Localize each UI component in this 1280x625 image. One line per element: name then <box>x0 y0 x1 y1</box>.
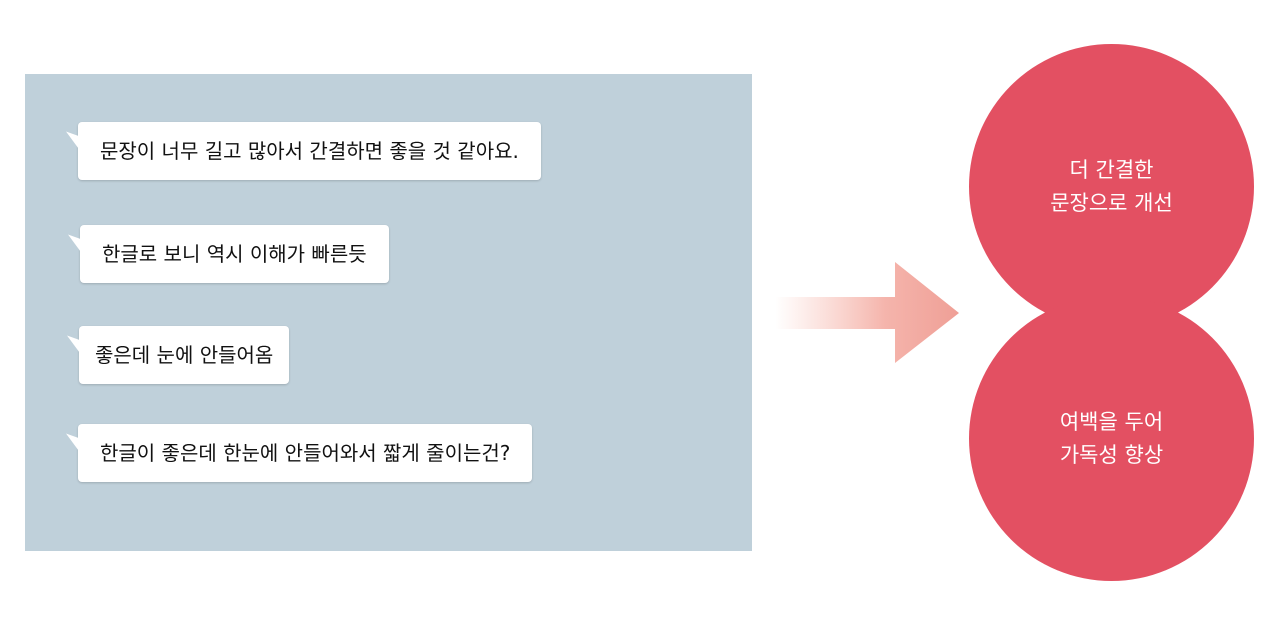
improvement-line: 더 간결한 <box>1069 157 1154 182</box>
feedback-panel: 문장이 너무 길고 많아서 간결하면 좋을 것 같아요. 한글로 보니 역시 이… <box>25 74 752 551</box>
improvement-line: 문장으로 개선 <box>1050 190 1173 215</box>
comment-text: 좋은데 눈에 안들어옴 <box>95 343 274 367</box>
right-arrow-icon <box>775 262 959 363</box>
comment-text: 한글로 보니 역시 이해가 빠른듯 <box>102 242 367 266</box>
comment-bubble-1: 문장이 너무 길고 많아서 간결하면 좋을 것 같아요. <box>78 122 541 180</box>
comment-text: 한글이 좋은데 한눈에 안들어와서 짧게 줄이는건? <box>100 441 511 465</box>
comment-text: 문장이 너무 길고 많아서 간결하면 좋을 것 같아요. <box>100 139 519 163</box>
comment-bubble-2: 한글로 보니 역시 이해가 빠른듯 <box>80 225 389 283</box>
improvement-circle-1: 더 간결한 문장으로 개선 <box>969 44 1254 329</box>
comment-bubble-3: 좋은데 눈에 안들어옴 <box>79 326 290 384</box>
comment-bubble-4: 한글이 좋은데 한눈에 안들어와서 짧게 줄이는건? <box>78 424 533 482</box>
improvement-line: 여백을 두어 <box>1059 409 1164 434</box>
improvement-line: 가독성 향상 <box>1059 442 1164 467</box>
improvement-circle-2: 여백을 두어 가독성 향상 <box>969 296 1254 581</box>
